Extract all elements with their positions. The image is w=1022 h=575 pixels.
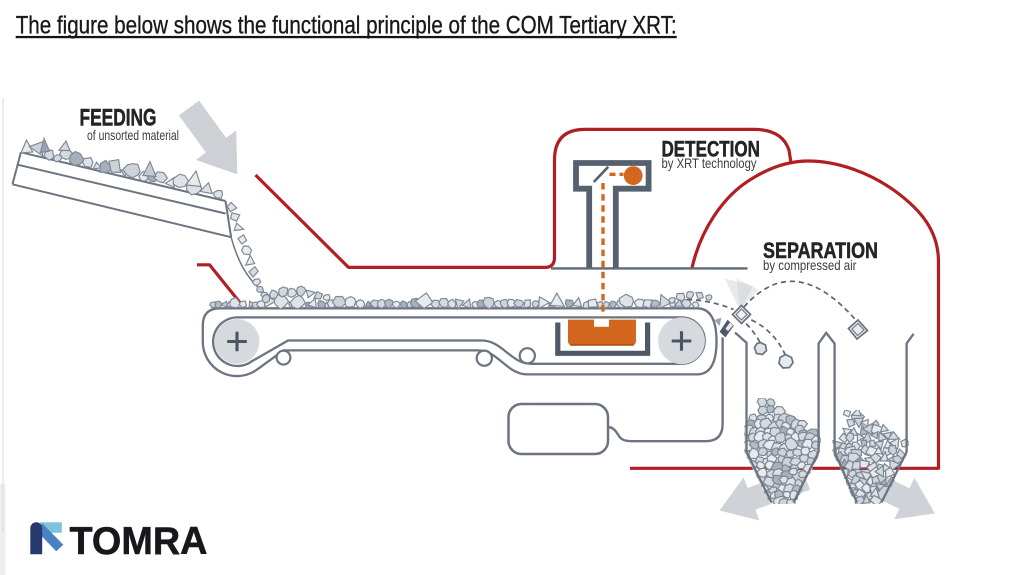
svg-text:TOMRA: TOMRA — [70, 520, 208, 563]
svg-text:The figure below shows the fun: The figure below shows the functional pr… — [16, 12, 677, 40]
svg-text:by XRT technology: by XRT technology — [662, 155, 757, 171]
svg-text:DETECTION: DETECTION — [662, 137, 761, 162]
svg-text:SEPARATION: SEPARATION — [763, 238, 878, 263]
svg-text:of unsorted material: of unsorted material — [87, 127, 179, 143]
svg-text:FEEDING: FEEDING — [80, 105, 157, 132]
svg-text:by compressed air: by compressed air — [763, 257, 857, 273]
